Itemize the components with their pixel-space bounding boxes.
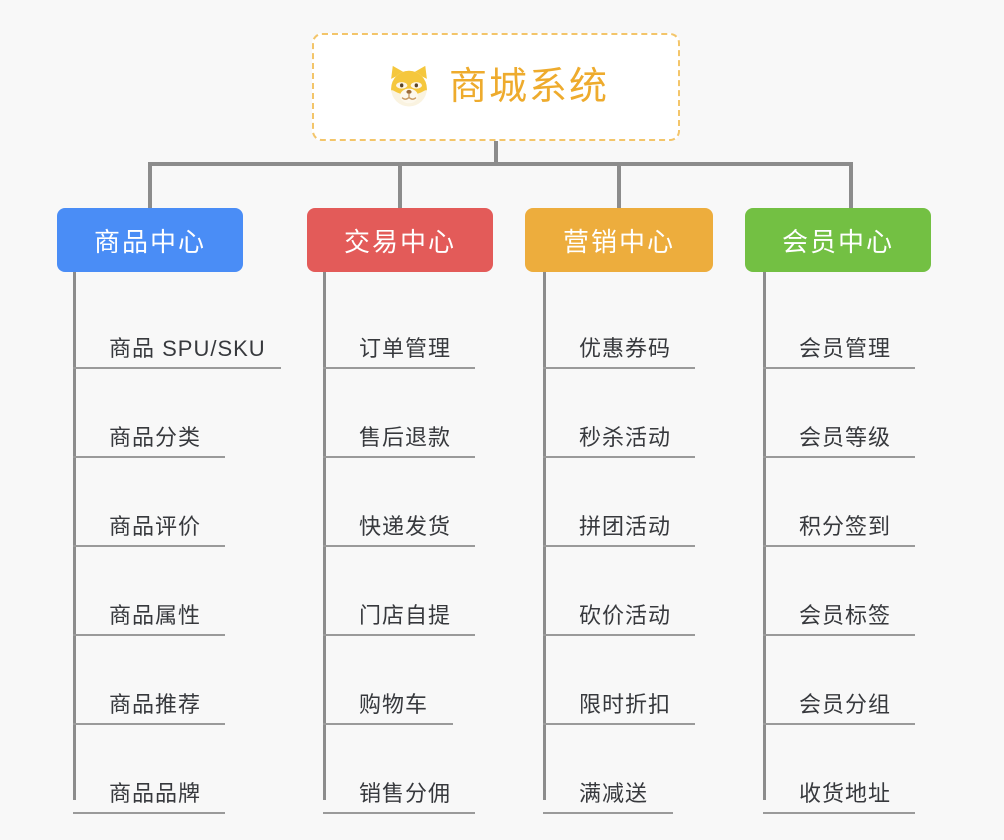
leaf-underline bbox=[73, 723, 225, 725]
leaf-item[interactable]: 订单管理 bbox=[323, 280, 475, 369]
leaf-label: 购物车 bbox=[359, 692, 429, 717]
leaf-label: 满减送 bbox=[579, 781, 649, 806]
branch-spine-product bbox=[73, 272, 76, 800]
leaf-label: 商品 SPU/SKU bbox=[109, 336, 266, 361]
leaf-item[interactable]: 商品评价 bbox=[73, 458, 266, 547]
leaf-item[interactable]: 商品属性 bbox=[73, 547, 266, 636]
leaf-underline bbox=[323, 812, 475, 814]
leaf-underline bbox=[543, 634, 695, 636]
leaf-item[interactable]: 商品 SPU/SKU bbox=[73, 280, 281, 369]
connector-root-stem bbox=[494, 141, 498, 166]
leaf-label: 拼团活动 bbox=[579, 514, 672, 539]
leaf-underline bbox=[73, 812, 225, 814]
leaf-item[interactable]: 购物车 bbox=[323, 636, 453, 725]
leaf-item[interactable]: 秒杀活动 bbox=[543, 369, 695, 458]
category-header-label: 交易中心 bbox=[343, 226, 456, 257]
leaf-column-marketing: 优惠券码 秒杀活动 拼团活动 砍价活动 限时折扣 满减送 bbox=[543, 280, 695, 814]
category-header-label: 商品中心 bbox=[93, 226, 206, 257]
leaf-underline bbox=[73, 367, 281, 369]
leaf-label: 快递发货 bbox=[359, 514, 452, 539]
connector-drop-1 bbox=[148, 162, 152, 210]
leaf-column-trade: 订单管理 售后退款 快递发货 门店自提 购物车 销售分佣 bbox=[323, 280, 475, 814]
root-node[interactable]: 商城系统 bbox=[312, 33, 680, 141]
leaf-underline bbox=[763, 456, 915, 458]
leaf-label: 会员标签 bbox=[799, 603, 892, 628]
connector-drop-2 bbox=[398, 162, 402, 210]
leaf-item[interactable]: 拼团活动 bbox=[543, 458, 695, 547]
leaf-underline bbox=[323, 367, 475, 369]
leaf-underline bbox=[763, 634, 915, 636]
leaf-label: 积分签到 bbox=[799, 514, 892, 539]
leaf-label: 秒杀活动 bbox=[579, 425, 672, 450]
category-header-label: 会员中心 bbox=[781, 226, 894, 257]
leaf-item[interactable]: 销售分佣 bbox=[323, 725, 475, 814]
leaf-item[interactable]: 会员标签 bbox=[763, 547, 915, 636]
branch-spine-trade bbox=[323, 272, 326, 800]
leaf-underline bbox=[323, 456, 475, 458]
leaf-item[interactable]: 优惠券码 bbox=[543, 280, 695, 369]
leaf-label: 会员等级 bbox=[799, 425, 892, 450]
connector-drop-4 bbox=[849, 162, 853, 210]
leaf-underline bbox=[73, 545, 225, 547]
leaf-label: 优惠券码 bbox=[579, 336, 672, 361]
leaf-underline bbox=[763, 545, 915, 547]
leaf-label: 砍价活动 bbox=[579, 603, 672, 628]
leaf-label: 商品品牌 bbox=[109, 781, 202, 806]
leaf-underline bbox=[73, 634, 225, 636]
root-title: 商城系统 bbox=[448, 66, 609, 108]
leaf-item[interactable]: 满减送 bbox=[543, 725, 673, 814]
leaf-underline bbox=[543, 456, 695, 458]
leaf-label: 门店自提 bbox=[359, 603, 452, 628]
leaf-item[interactable]: 门店自提 bbox=[323, 547, 475, 636]
leaf-item[interactable]: 积分签到 bbox=[763, 458, 915, 547]
leaf-item[interactable]: 商品品牌 bbox=[73, 725, 266, 814]
leaf-underline bbox=[763, 723, 915, 725]
leaf-underline bbox=[543, 812, 673, 814]
shiba-dog-icon bbox=[391, 65, 427, 107]
leaf-item[interactable]: 会员分组 bbox=[763, 636, 915, 725]
leaf-label: 商品评价 bbox=[109, 514, 202, 539]
leaf-label: 会员分组 bbox=[799, 692, 892, 717]
category-header-marketing[interactable]: 营销中心 bbox=[525, 208, 713, 272]
leaf-item[interactable]: 快递发货 bbox=[323, 458, 475, 547]
leaf-item[interactable]: 砍价活动 bbox=[543, 547, 695, 636]
leaf-underline bbox=[763, 812, 915, 814]
leaf-label: 商品分类 bbox=[109, 425, 202, 450]
leaf-underline bbox=[763, 367, 915, 369]
leaf-label: 销售分佣 bbox=[359, 781, 452, 806]
leaf-label: 售后退款 bbox=[359, 425, 452, 450]
leaf-label: 订单管理 bbox=[359, 336, 452, 361]
leaf-underline bbox=[543, 545, 695, 547]
leaf-underline bbox=[323, 723, 453, 725]
leaf-label: 会员管理 bbox=[799, 336, 892, 361]
leaf-underline bbox=[323, 634, 475, 636]
category-header-label: 营销中心 bbox=[562, 226, 675, 257]
connector-horizontal-bus bbox=[148, 162, 853, 166]
leaf-label: 限时折扣 bbox=[579, 692, 672, 717]
leaf-label: 商品属性 bbox=[109, 603, 202, 628]
branch-spine-member bbox=[763, 272, 766, 800]
leaf-label: 商品推荐 bbox=[109, 692, 202, 717]
leaf-underline bbox=[323, 545, 475, 547]
leaf-label: 收货地址 bbox=[799, 781, 892, 806]
leaf-column-product: 商品 SPU/SKU 商品分类 商品评价 商品属性 商品推荐 商品品牌 bbox=[73, 280, 281, 814]
leaf-item[interactable]: 商品推荐 bbox=[73, 636, 266, 725]
branch-spine-marketing bbox=[543, 272, 546, 800]
leaf-column-member: 会员管理 会员等级 积分签到 会员标签 会员分组 收货地址 bbox=[763, 280, 915, 814]
leaf-item[interactable]: 会员等级 bbox=[763, 369, 915, 458]
leaf-item[interactable]: 收货地址 bbox=[763, 725, 915, 814]
leaf-underline bbox=[543, 367, 695, 369]
category-header-member[interactable]: 会员中心 bbox=[745, 208, 931, 272]
leaf-item[interactable]: 会员管理 bbox=[763, 280, 915, 369]
leaf-underline bbox=[543, 723, 695, 725]
leaf-item[interactable]: 商品分类 bbox=[73, 369, 266, 458]
connector-drop-3 bbox=[617, 162, 621, 210]
category-header-trade[interactable]: 交易中心 bbox=[307, 208, 493, 272]
category-header-product[interactable]: 商品中心 bbox=[57, 208, 243, 272]
leaf-item[interactable]: 售后退款 bbox=[323, 369, 475, 458]
leaf-underline bbox=[73, 456, 225, 458]
leaf-item[interactable]: 限时折扣 bbox=[543, 636, 695, 725]
